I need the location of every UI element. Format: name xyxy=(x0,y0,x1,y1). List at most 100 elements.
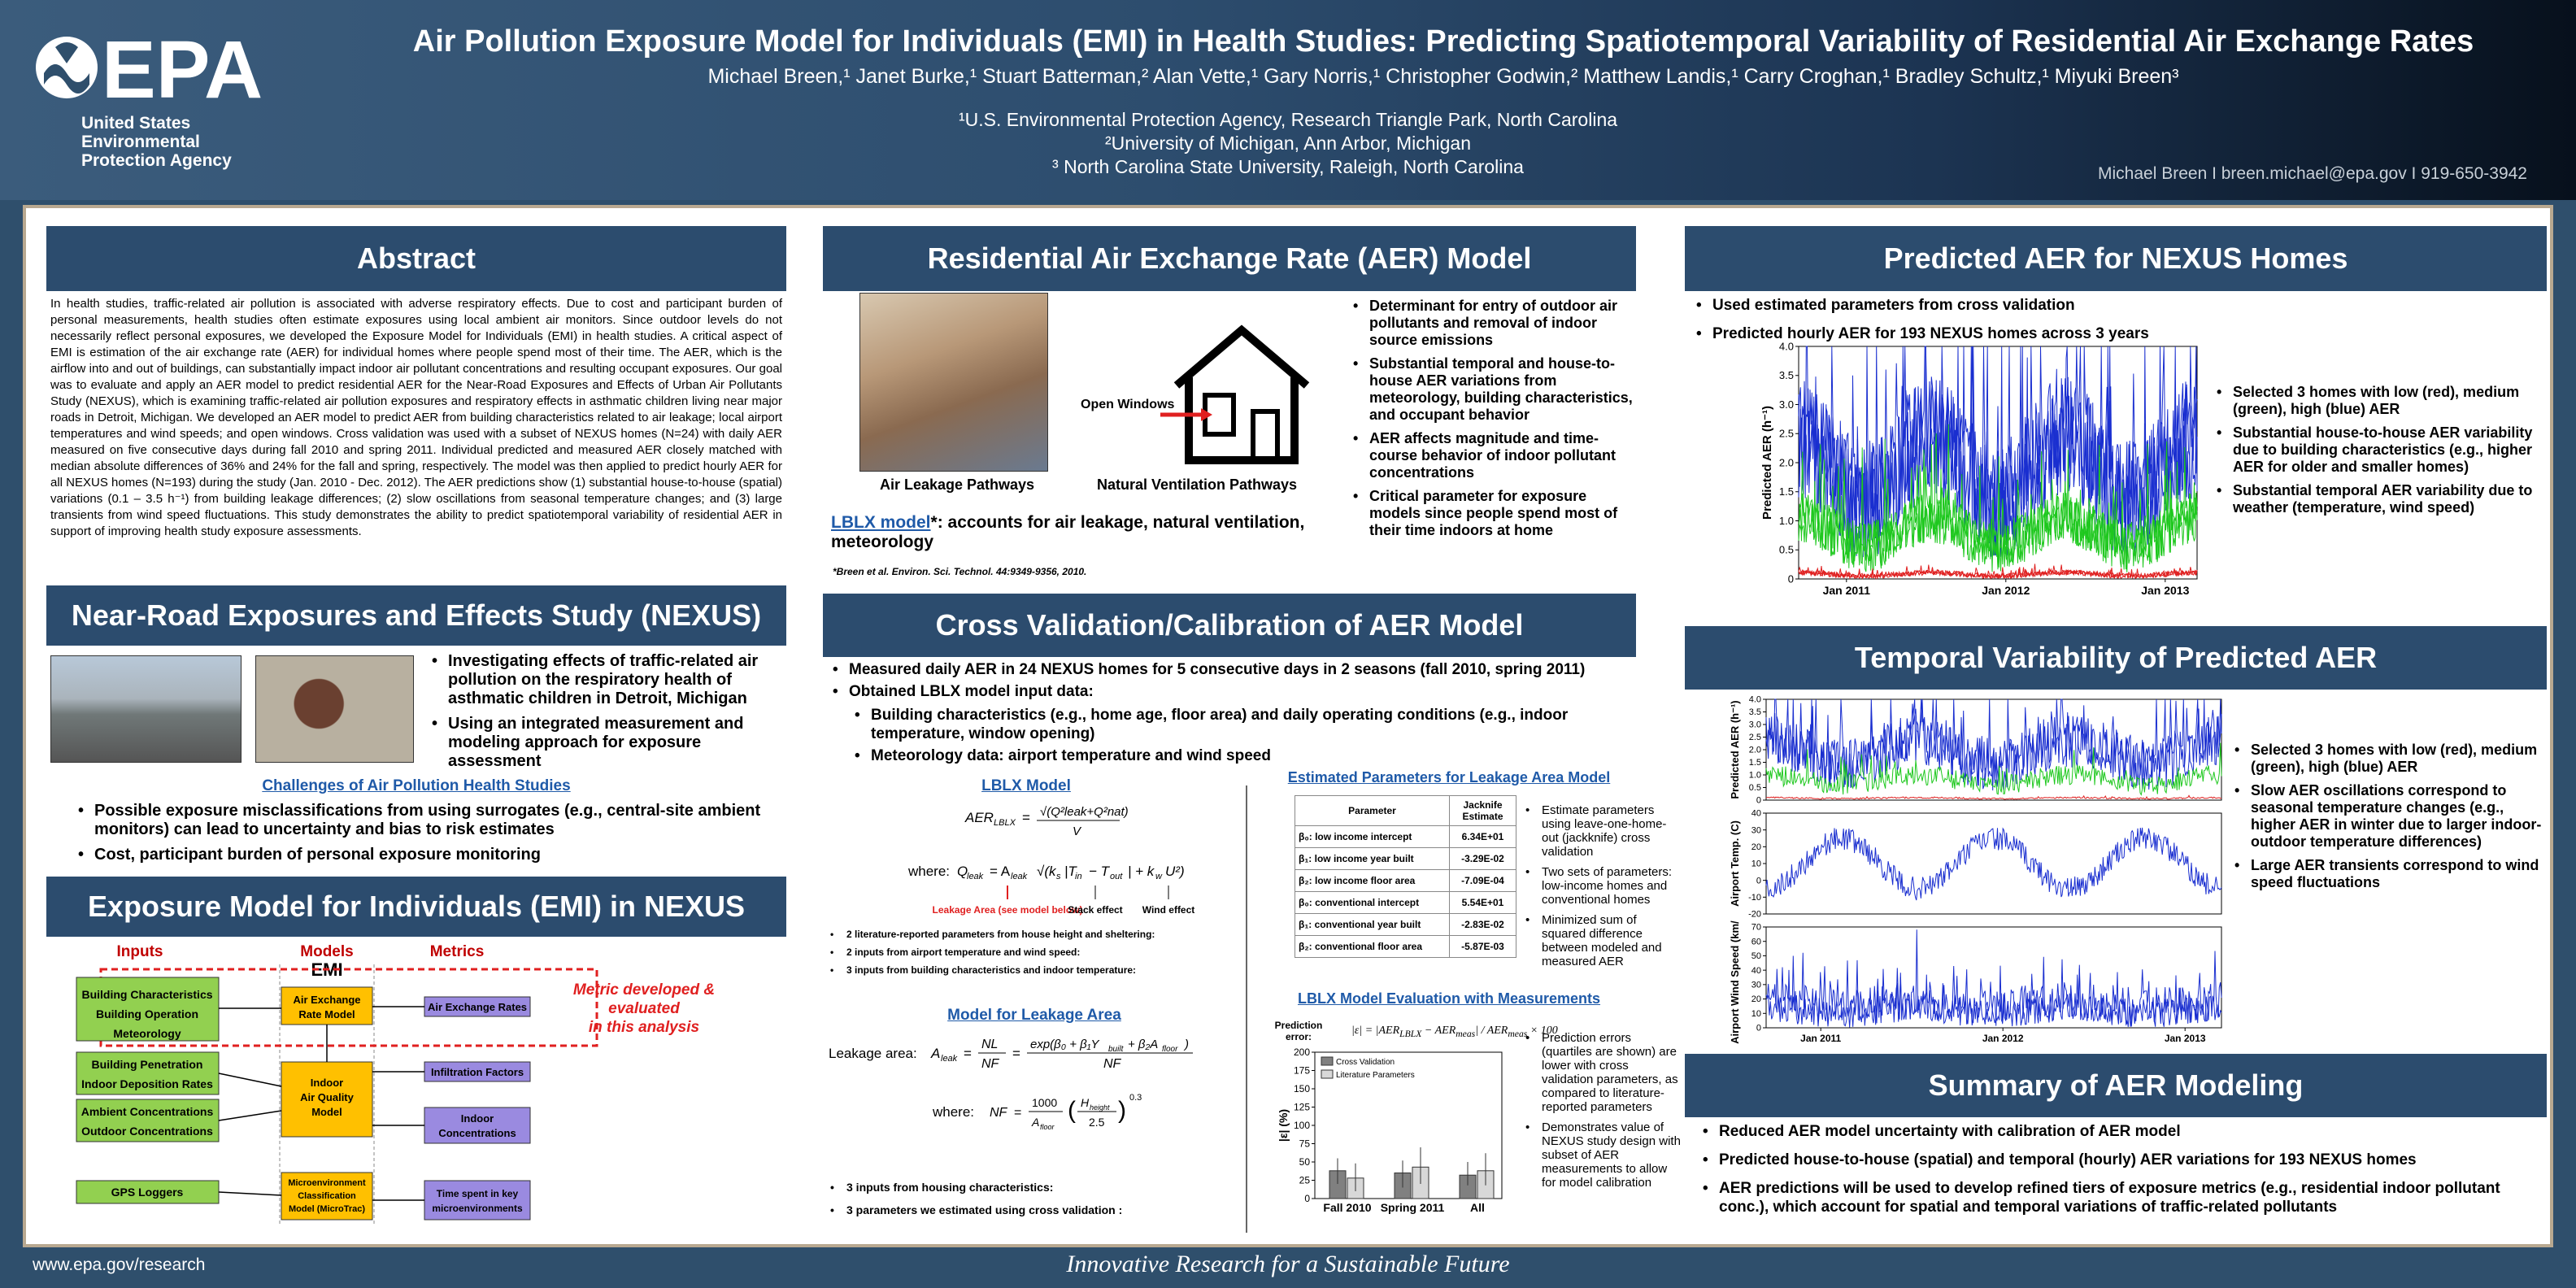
x-tick-label: Jan 2013 xyxy=(2141,584,2189,597)
svg-text:Time spent in key: Time spent in key xyxy=(437,1188,519,1199)
svg-text:=: = xyxy=(1014,1106,1021,1120)
where-label-2: where: xyxy=(932,1104,974,1120)
svg-text:floor: floor xyxy=(1162,1045,1178,1054)
series-medium-line xyxy=(1798,443,2198,572)
model-box-aer: Air Exchange Rate Model xyxy=(281,986,373,1025)
child-inhaler-photo xyxy=(255,655,414,763)
y-tick-label: 0 xyxy=(1304,1193,1310,1204)
series-low-line xyxy=(1798,564,2198,580)
svg-text:Microenvironment: Microenvironment xyxy=(288,1178,366,1188)
input-box-concentrations: Ambient Concentrations Outdoor Concentra… xyxy=(76,1099,220,1142)
y-tick-label: 70 xyxy=(1751,923,1761,933)
table-row: β₂: conventional floor area-5.87E-03 xyxy=(1295,935,1516,958)
y-tick-label: 2.0 xyxy=(1779,456,1794,468)
y-tick-label: 1.0 xyxy=(1779,515,1794,527)
where-label: where: xyxy=(907,864,950,879)
y-tick-label: 200 xyxy=(1294,1046,1310,1058)
lblx-model-title[interactable]: LBLX Model xyxy=(981,777,1071,794)
y-tick-label: 3.0 xyxy=(1779,398,1794,411)
x-category-label: All xyxy=(1470,1201,1485,1214)
svg-text:+ β₂A: + β₂A xyxy=(1128,1038,1158,1051)
emi-diagram: Inputs Models Metrics EMI Building Chara… xyxy=(76,943,715,1225)
svg-text:LBLX: LBLX xyxy=(994,818,1016,828)
svg-text:Indoor: Indoor xyxy=(461,1112,494,1125)
traffic-photo xyxy=(50,655,242,763)
emi-note-2: evaluated xyxy=(608,1000,680,1017)
natural-ventilation-house-icon: Open Windows xyxy=(1081,324,1310,464)
y-tick-label: -20 xyxy=(1748,910,1761,920)
y-tick-label: 3.0 xyxy=(1749,720,1761,730)
cv-bullets: Measured daily AER in 24 NEXUS homes for… xyxy=(829,660,1675,704)
y-tick-label: 3.5 xyxy=(1779,369,1794,381)
metric-box-aer: Air Exchange Rates xyxy=(424,996,531,1017)
nexus-heading: Near-Road Exposures and Effects Study (N… xyxy=(46,585,786,646)
svg-text:H: H xyxy=(1081,1096,1090,1109)
svg-text:GPS Loggers: GPS Loggers xyxy=(111,1186,184,1199)
svg-text:NF: NF xyxy=(990,1106,1008,1120)
y-tick-label: 75 xyxy=(1299,1138,1311,1150)
svg-text:floor: floor xyxy=(1040,1123,1055,1131)
svg-text:A: A xyxy=(1031,1116,1039,1129)
y-tick-label: 1.5 xyxy=(1749,758,1761,768)
x-tick-label: Jan 2011 xyxy=(1800,1033,1841,1044)
leakage-model-title[interactable]: Model for Leakage Area xyxy=(947,1007,1121,1024)
svg-text:1000: 1000 xyxy=(1032,1096,1057,1109)
contact-info[interactable]: Michael Breen I breen.michael@epa.gov I … xyxy=(2098,164,2527,183)
x-tick-label: Jan 2011 xyxy=(1823,584,1871,597)
svg-text:| + k: | + k xyxy=(1128,864,1155,879)
authors: Michael Breen,¹ Janet Burke,¹ Stuart Bat… xyxy=(707,65,2179,88)
svg-text:leak: leak xyxy=(967,872,984,881)
eval-bullets: Prediction errors (quartiles are shown) … xyxy=(1522,1031,1681,1196)
airport-wind-line xyxy=(1765,929,2222,1028)
x-category-label: Fall 2010 xyxy=(1323,1201,1371,1214)
emi-heading: Exposure Model for Individuals (EMI) in … xyxy=(46,877,786,937)
predicted-heading: Predicted AER for NEXUS Homes xyxy=(1685,226,2547,291)
challenges-title[interactable]: Challenges of Air Pollution Health Studi… xyxy=(262,777,571,794)
lblx-model-link[interactable]: LBLX model xyxy=(831,513,931,532)
y-tick-label: 10 xyxy=(1751,1009,1761,1019)
y-tick-label: 0 xyxy=(1756,876,1761,886)
y-tick-label: 2.5 xyxy=(1749,733,1761,742)
svg-text:Air Quality: Air Quality xyxy=(300,1091,355,1103)
y-tick-label: 50 xyxy=(1751,951,1761,961)
est-params-title[interactable]: Estimated Parameters for Leakage Area Mo… xyxy=(1287,769,1611,785)
input-box-gps: GPS Loggers xyxy=(76,1180,220,1204)
y-axis-label: Predicted AER (h⁻¹) xyxy=(1760,406,1774,520)
y-tick-label: 40 xyxy=(1751,809,1761,819)
leakage-area-note: Leakage Area (see model below) xyxy=(933,904,1083,916)
leakage-area-label: Leakage area: xyxy=(829,1046,917,1061)
svg-text:2.5: 2.5 xyxy=(1089,1116,1105,1129)
y-tick-label: 50 xyxy=(1299,1156,1311,1168)
table-row: β₁: low income year built-3.29E-02 xyxy=(1295,847,1516,870)
y-tick-label: 0 xyxy=(1788,572,1794,585)
svg-text:Building Characteristics: Building Characteristics xyxy=(81,988,212,1001)
footer-url[interactable]: www.epa.gov/research xyxy=(33,1255,206,1274)
model-box-iaq: Indoor Air Quality Model xyxy=(281,1061,373,1138)
airport-temp-line xyxy=(1765,827,2222,901)
svg-text:w: w xyxy=(1155,872,1163,881)
svg-text:Building Penetration: Building Penetration xyxy=(92,1058,203,1071)
y-tick-label: 100 xyxy=(1294,1120,1310,1131)
y-tick-label: 10 xyxy=(1751,859,1761,869)
svg-text:Building Operation: Building Operation xyxy=(96,1007,198,1020)
y-tick-label: 25 xyxy=(1299,1175,1311,1186)
y-tick-label: 3.5 xyxy=(1749,707,1761,717)
svg-text:Indoor Deposition Rates: Indoor Deposition Rates xyxy=(81,1077,213,1090)
affiliation-2: ²University of Michigan, Ann Arbor, Mich… xyxy=(1105,133,1471,154)
col-models: Models xyxy=(300,943,353,960)
svg-text:s: s xyxy=(1056,872,1061,881)
metric-box-infiltration: Infiltration Factors xyxy=(424,1061,531,1082)
eval-title[interactable]: LBLX Model Evaluation with Measurements xyxy=(1297,990,1601,1007)
emi-note-3: in this analysis xyxy=(589,1019,699,1036)
svg-text:NL: NL xyxy=(981,1038,998,1051)
svg-text:Model: Model xyxy=(311,1106,342,1118)
stack-effect-label: Stack effect xyxy=(1068,904,1122,916)
affiliation-3: ³ North Carolina State University, Ralei… xyxy=(1052,156,1524,177)
challenges-bullets: Possible exposure misclassifications fro… xyxy=(75,802,782,871)
series-high-line xyxy=(1765,698,2222,790)
y-tick-label: 30 xyxy=(1751,981,1761,990)
